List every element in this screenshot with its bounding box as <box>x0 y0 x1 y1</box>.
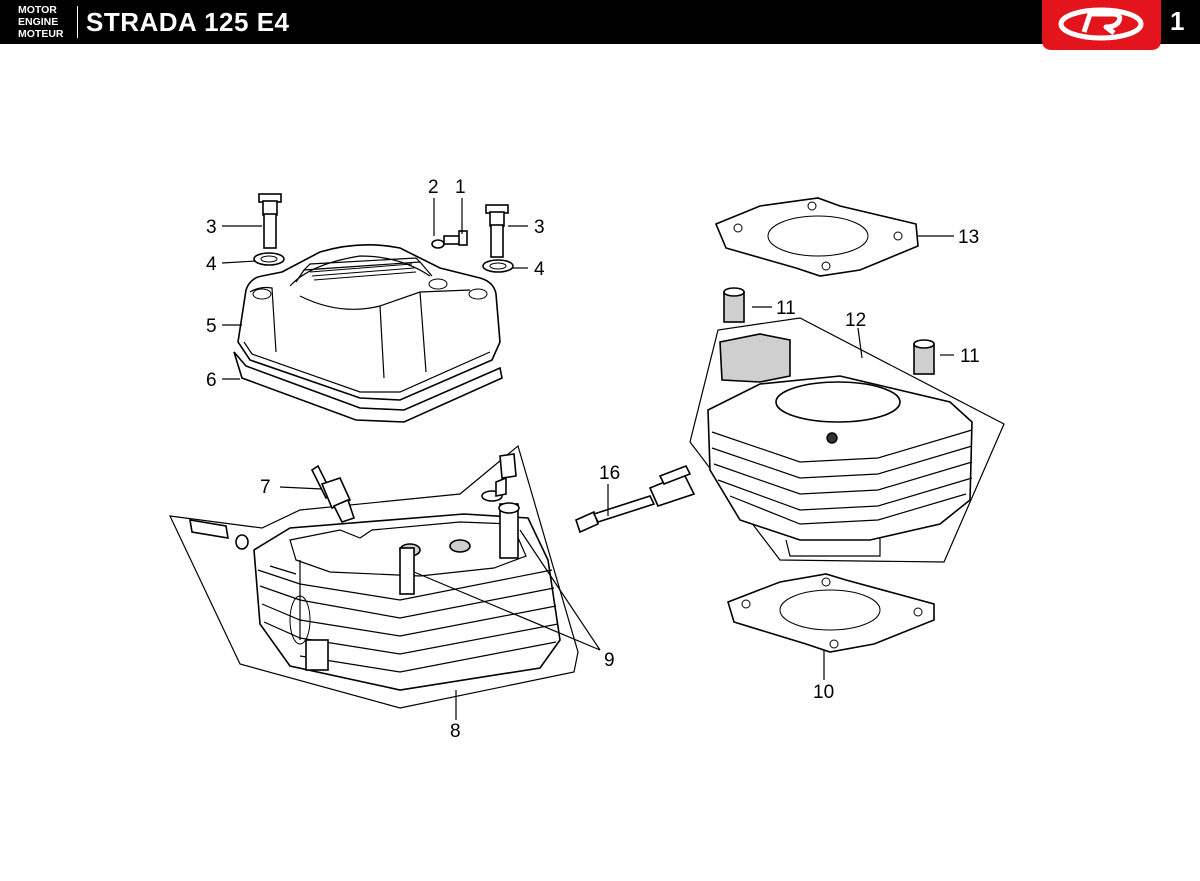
page-number: 1 <box>1170 6 1185 36</box>
cylinder-head-outline <box>168 444 579 709</box>
section-labels: MOTOR ENGINE MOTEUR <box>18 4 74 40</box>
callout-1: 1 <box>455 177 466 198</box>
temperature-sensor <box>575 464 696 534</box>
dowel-pin-right <box>913 339 935 375</box>
callout-8: 8 <box>450 721 461 742</box>
callout-5: 5 <box>206 316 217 337</box>
callout-4-right: 4 <box>534 259 545 280</box>
header-bar: MOTOR ENGINE MOTEUR STRADA 125 E4 1 <box>0 0 1200 50</box>
cylinder-head-cover <box>237 244 501 401</box>
callout-3-right: 3 <box>534 217 545 238</box>
label-moteur: MOTEUR <box>18 28 64 40</box>
base-gasket <box>727 573 935 653</box>
label-motor: MOTOR <box>18 4 57 16</box>
header-divider <box>77 6 78 38</box>
callout-11-upper: 11 <box>776 298 796 319</box>
callout-9: 9 <box>604 650 615 671</box>
callout-7: 7 <box>260 477 271 498</box>
small-bolt-and-washer <box>431 230 468 249</box>
cylinder-head <box>253 502 561 691</box>
callout-3-left: 3 <box>206 217 217 238</box>
callout-4-left: 4 <box>206 254 217 275</box>
dowel-pin-left <box>723 287 745 323</box>
model-title: STRADA 125 E4 <box>86 7 290 37</box>
label-engine: ENGINE <box>18 16 59 28</box>
callout-6: 6 <box>206 370 217 391</box>
left-stud <box>189 519 249 550</box>
callout-13: 13 <box>958 227 979 248</box>
callout-10: 10 <box>813 682 834 703</box>
bolt-right <box>485 204 509 258</box>
washer-left <box>253 252 285 266</box>
exploded-parts-diagram: 1 2 3 3 4 4 5 6 7 8 9 10 11 11 12 13 16 <box>168 177 1005 742</box>
bolt-left <box>258 193 282 249</box>
top-gasket <box>714 197 919 277</box>
callout-12: 12 <box>845 310 866 331</box>
washer-right <box>482 259 514 273</box>
cover-gasket <box>233 351 503 423</box>
valve-cap <box>481 453 517 502</box>
callout-11-lower: 11 <box>960 346 980 367</box>
callout-2: 2 <box>428 177 439 198</box>
spark-plug <box>310 464 356 523</box>
rieju-r-logo-icon <box>1042 0 1161 50</box>
callout-16: 16 <box>599 463 620 484</box>
cylinder-outline <box>689 317 1005 563</box>
cylinder-block <box>707 333 973 557</box>
leader-lines <box>221 198 954 720</box>
